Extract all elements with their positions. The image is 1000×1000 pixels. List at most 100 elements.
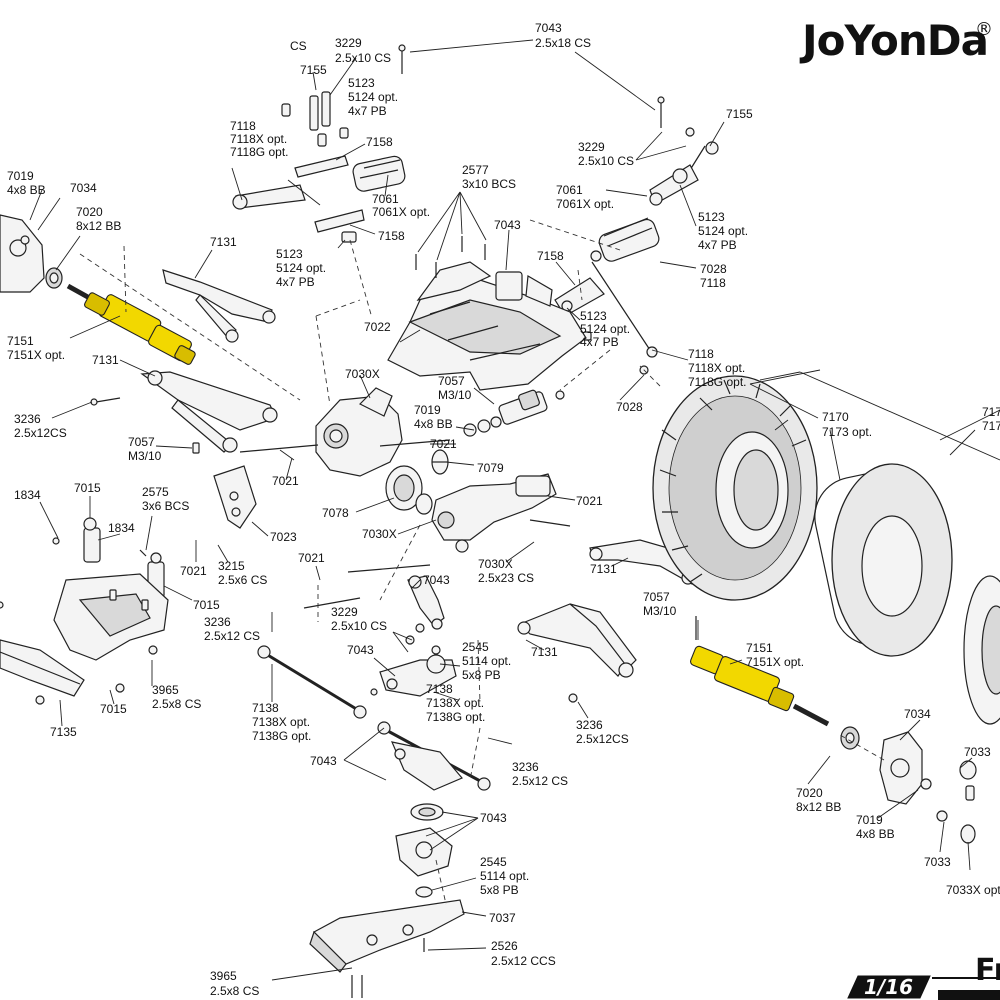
callout-label: 1834 bbox=[108, 521, 135, 535]
callout-label: 3236 bbox=[576, 718, 603, 732]
brand-registered-mark: ® bbox=[975, 19, 993, 40]
callout-label: 7021 bbox=[180, 564, 207, 578]
callout-label: 7151X opt. bbox=[7, 348, 65, 362]
callout-label: CS bbox=[290, 39, 307, 53]
callout-label: 2.5x8 CS bbox=[152, 697, 201, 711]
callout-label: 4x8 BB bbox=[856, 827, 895, 841]
callout-label: 4x8 BB bbox=[414, 417, 453, 431]
callout-label: 7021 bbox=[576, 494, 603, 508]
callout-label: 3215 bbox=[218, 559, 245, 573]
callout-label: 2545 bbox=[480, 855, 507, 869]
callout-label: 7131 bbox=[531, 645, 558, 659]
callout-label: 4x7 PB bbox=[580, 335, 619, 349]
callout-label: 7078 bbox=[322, 506, 349, 520]
callout-label: 7028 bbox=[616, 400, 643, 414]
callout-label: 7043 bbox=[347, 643, 374, 657]
callout-label: 7138G opt. bbox=[252, 729, 311, 743]
callout-label: 5124 opt. bbox=[580, 322, 630, 336]
callout-label: 7138X opt. bbox=[252, 715, 310, 729]
callout-label: 3229 bbox=[335, 36, 362, 50]
callout-label: 7155 bbox=[726, 107, 753, 121]
callout-label: 7034 bbox=[904, 707, 931, 721]
callout-label: 7138X opt. bbox=[426, 696, 484, 710]
callout-label: 5123 bbox=[276, 247, 303, 261]
callout-label: 2.5x12 CS bbox=[512, 774, 568, 788]
callout-label: 7023 bbox=[270, 530, 297, 544]
callout-label: 7057 bbox=[128, 435, 155, 449]
callout-label: 3236 bbox=[204, 615, 231, 629]
callout-label: 7118G opt. bbox=[688, 375, 747, 389]
callout-label: 5114 opt. bbox=[480, 869, 529, 883]
callout-label: 5124 opt. bbox=[276, 261, 326, 275]
callout-labels: CS 3229 2.5x10 CS 7155 5123 5124 opt. 4x… bbox=[7, 21, 1000, 998]
callout-label: 7138 bbox=[426, 682, 453, 696]
callout-label: 7043 bbox=[310, 754, 337, 768]
callout-label: 4x7 PB bbox=[276, 275, 315, 289]
parts-illustration bbox=[0, 44, 1000, 998]
callout-label: 7021 bbox=[430, 437, 457, 451]
callout-label: 717 bbox=[982, 405, 1000, 419]
callout-label: 7057 bbox=[643, 590, 670, 604]
callout-label: 5123 bbox=[580, 309, 607, 323]
callout-label: 3236 bbox=[14, 412, 41, 426]
callout-label: 8x12 BB bbox=[796, 800, 841, 814]
callout-label: 7158 bbox=[366, 135, 393, 149]
callout-label: 7020 bbox=[796, 786, 823, 800]
callout-label: 2.5x10 CS bbox=[335, 51, 391, 65]
callout-label: 7028 bbox=[700, 262, 727, 276]
callout-label: 7131 bbox=[590, 562, 617, 576]
callout-label: 2545 bbox=[462, 640, 489, 654]
callout-label: 7020 bbox=[76, 205, 103, 219]
callout-label: 7118G opt. bbox=[230, 145, 289, 159]
callout-label: 7173 opt. bbox=[822, 425, 872, 439]
callout-label: 2577 bbox=[462, 163, 489, 177]
corner-title-fragment: Fr bbox=[975, 953, 1000, 988]
callout-label: 7138 bbox=[252, 701, 279, 715]
callout-label: 7030X bbox=[362, 527, 397, 541]
callout-label: 3236 bbox=[512, 760, 539, 774]
callout-label: 2.5x12 CCS bbox=[491, 954, 556, 968]
callout-label: M3/10 bbox=[128, 449, 162, 463]
callout-label: 7043 bbox=[494, 218, 521, 232]
callout-label: M3/10 bbox=[438, 388, 472, 402]
scale-logo: 1/16 Fr bbox=[847, 953, 1000, 1000]
callout-label: 7019 bbox=[856, 813, 883, 827]
callout-label: 2.5x12CS bbox=[14, 426, 67, 440]
front-driveshaft-highlight bbox=[690, 645, 830, 727]
callout-label: 7021 bbox=[272, 474, 299, 488]
callout-label: 7030X bbox=[478, 557, 513, 571]
callout-label: 2.5x10 CS bbox=[331, 619, 387, 633]
callout-label: 7158 bbox=[537, 249, 564, 263]
callout-label: 7033 bbox=[924, 855, 951, 869]
callout-label: 4x8 BB bbox=[7, 183, 46, 197]
callout-label: 4x7 PB bbox=[348, 104, 387, 118]
callout-label: 717 bbox=[982, 419, 1000, 433]
callout-label: 7151 bbox=[746, 641, 773, 655]
callout-label: 7019 bbox=[414, 403, 441, 417]
callout-label: 7151 bbox=[7, 334, 34, 348]
callout-label: 2.5x6 CS bbox=[218, 573, 267, 587]
callout-label: 5x8 PB bbox=[480, 883, 519, 897]
callout-label: 7030X bbox=[345, 367, 380, 381]
callout-label: 7131 bbox=[92, 353, 119, 367]
callout-label: 7061X opt. bbox=[372, 205, 430, 219]
callout-label: 7135 bbox=[50, 725, 77, 739]
callout-label: 5114 opt. bbox=[462, 654, 511, 668]
callout-label: 5x8 PB bbox=[462, 668, 501, 682]
callout-label: 7015 bbox=[193, 598, 220, 612]
callout-label: 2.5x8 CS bbox=[210, 984, 259, 998]
callout-label: 7155 bbox=[300, 63, 327, 77]
callout-label: 3x6 BCS bbox=[142, 499, 189, 513]
callout-label: 7021 bbox=[298, 551, 325, 565]
brand-logo: JoYonDa bbox=[799, 16, 988, 65]
callout-label: 3965 bbox=[210, 969, 237, 983]
callout-label: 2.5x18 CS bbox=[535, 36, 591, 50]
callout-label: 7079 bbox=[477, 461, 504, 475]
callout-label: 7118 bbox=[700, 276, 726, 290]
callout-label: 2575 bbox=[142, 485, 169, 499]
callout-label: 7118 bbox=[688, 347, 714, 361]
callout-label: 7138G opt. bbox=[426, 710, 485, 724]
callout-label: 2.5x12CS bbox=[576, 732, 629, 746]
callout-label: 3229 bbox=[331, 605, 358, 619]
